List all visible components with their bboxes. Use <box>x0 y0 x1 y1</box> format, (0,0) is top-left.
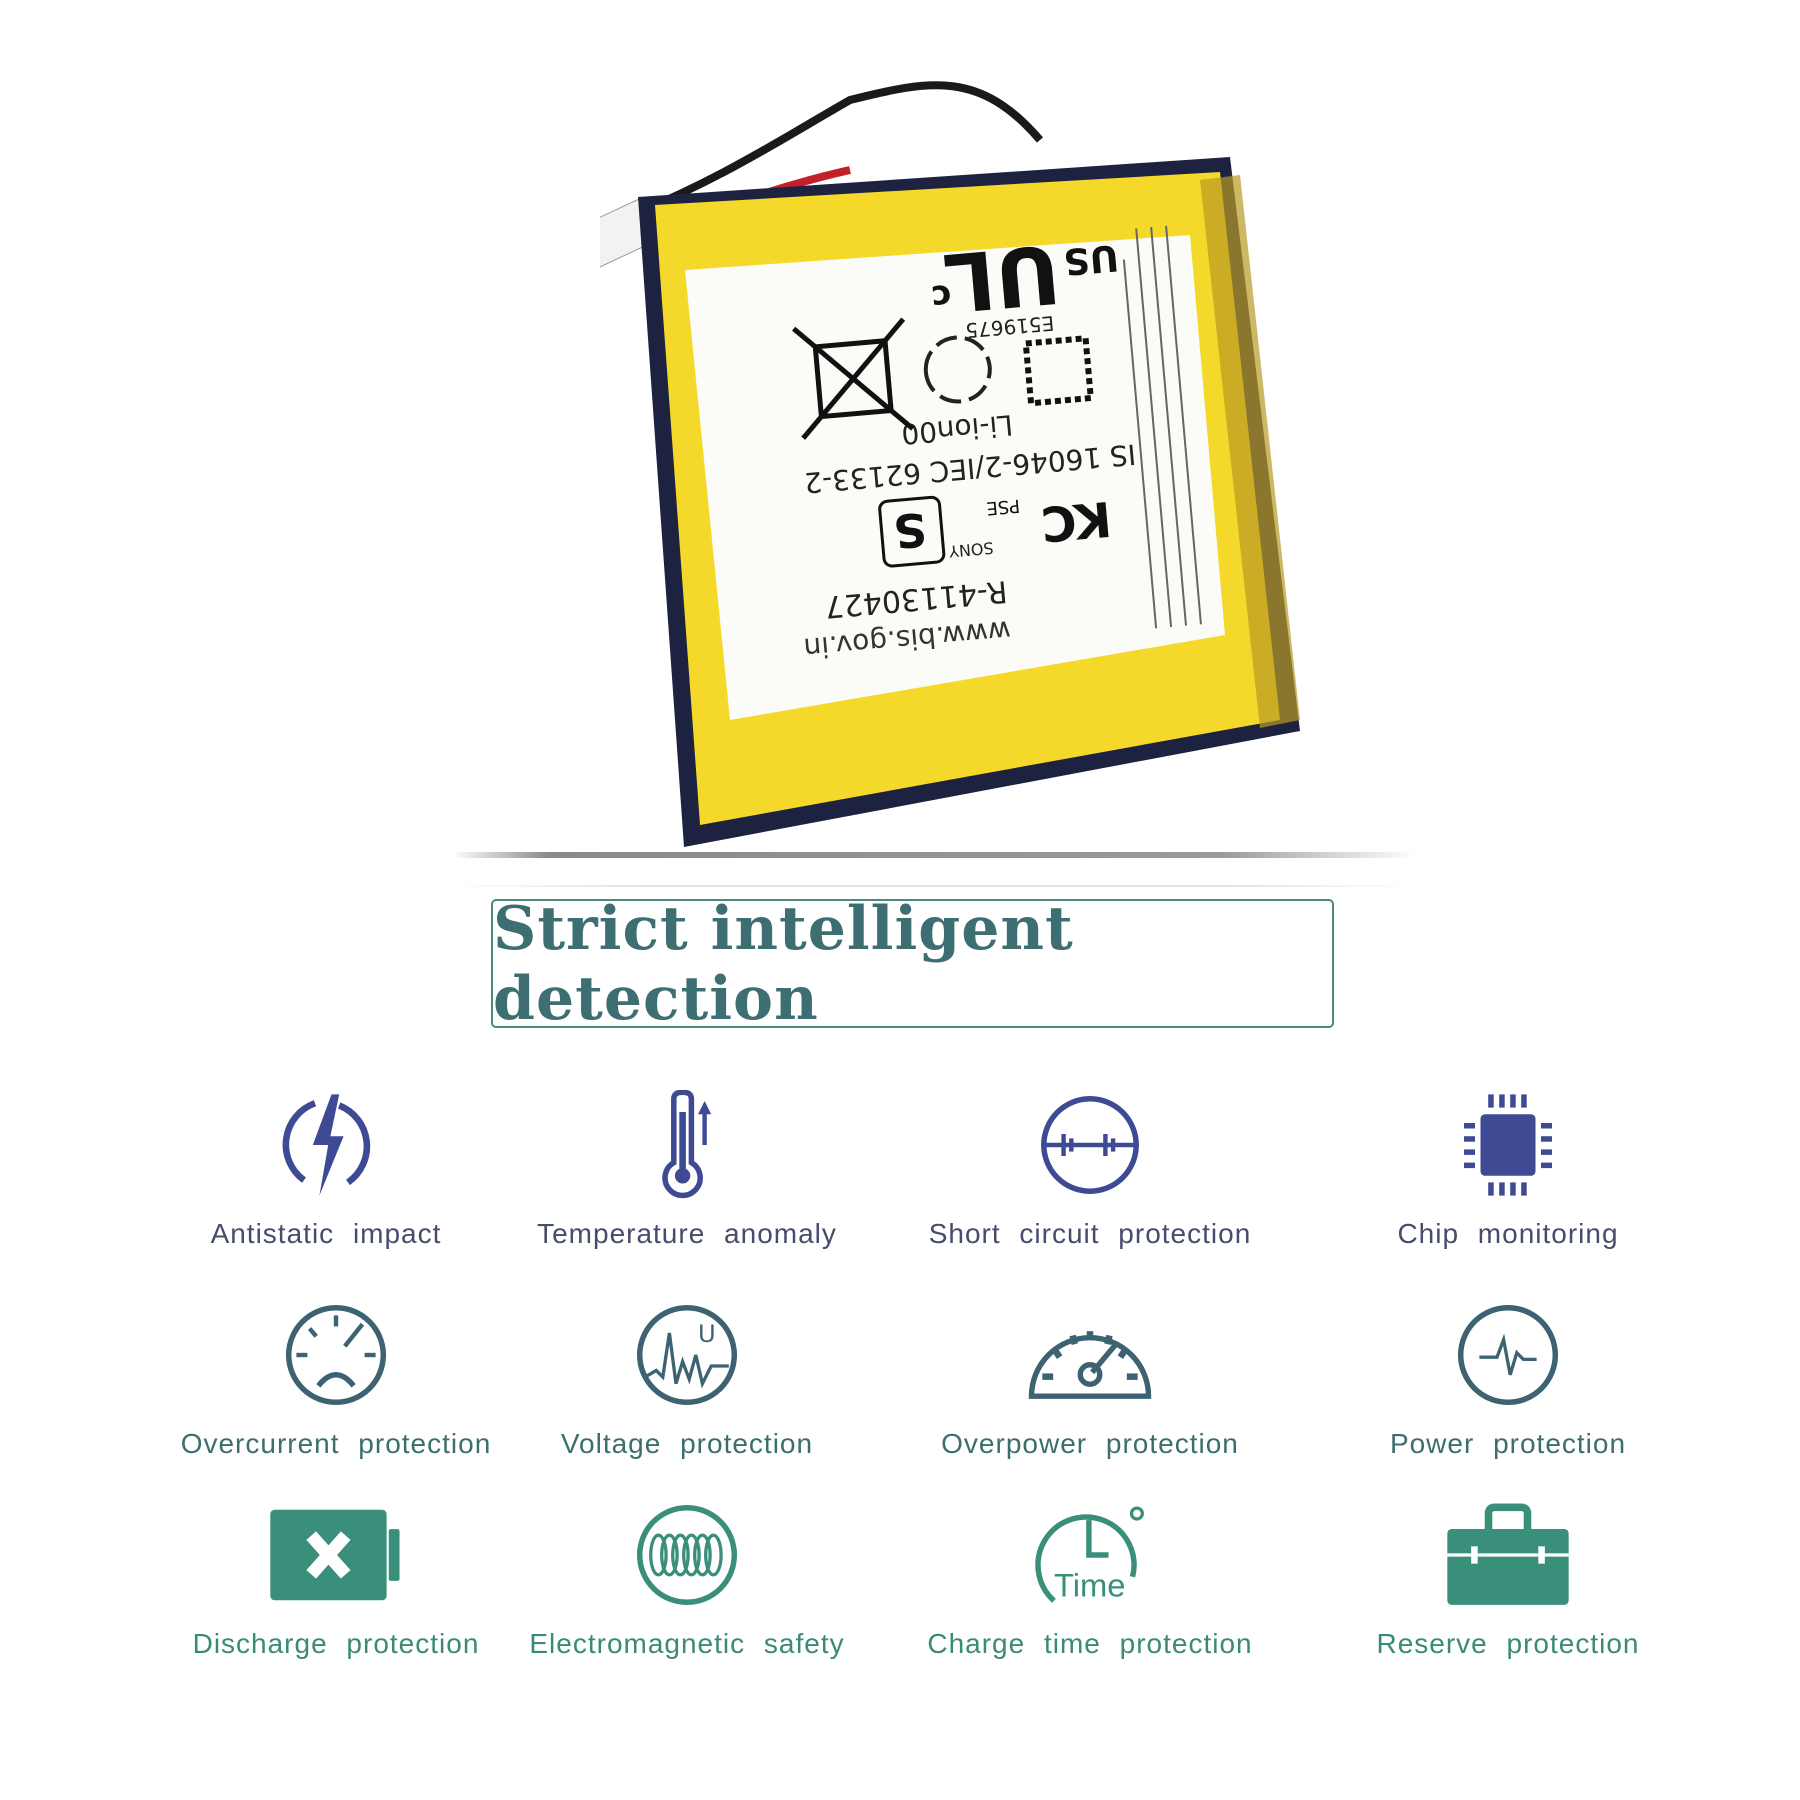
feature-label: Overcurrent protection <box>180 1428 492 1459</box>
feature-overpower: Overpower protection <box>880 1300 1300 1460</box>
label-ul-us: US <box>1062 236 1121 282</box>
battery-edge <box>1200 175 1300 728</box>
svg-text:S: S <box>891 502 929 559</box>
label-brand: SONY <box>948 538 994 561</box>
section-title-box: Strict intelligent detection <box>491 894 1334 1034</box>
shelf-shadow <box>452 885 1415 887</box>
feature-overcurrent: Overcurrent protection <box>126 1300 546 1460</box>
toolbox-icon <box>1447 1503 1569 1605</box>
sad-gauge-icon <box>285 1304 387 1406</box>
feature-label: Charge time protection <box>927 1628 1253 1659</box>
feature-label: Antistatic impact <box>210 1218 442 1249</box>
label-ul-logo: UL <box>940 226 1064 329</box>
lightning-circle-icon <box>282 1094 371 1196</box>
feature-label: Chip monitoring <box>1397 1218 1619 1249</box>
battery-wire-black <box>618 81 1044 224</box>
label-ul-c: c <box>930 276 954 318</box>
battery-x-icon <box>270 1509 400 1601</box>
feature-label: Power protection <box>1389 1428 1627 1459</box>
label-kc-mark: KC <box>1039 490 1114 552</box>
feature-short-circuit: Short circuit protection <box>880 1090 1300 1250</box>
weee-bin-icon <box>792 317 915 440</box>
feature-label: Voltage protection <box>560 1428 814 1459</box>
feature-label: Short circuit protection <box>928 1218 1252 1249</box>
battery-label <box>685 235 1225 720</box>
feature-voltage: U Voltage protection <box>477 1300 897 1460</box>
chip-icon <box>1464 1094 1552 1196</box>
circuit-circle-icon <box>1041 1096 1139 1194</box>
feature-label: Reserve protection <box>1376 1628 1640 1659</box>
coil-icon <box>636 1504 738 1606</box>
voltage-wave-icon: U <box>636 1304 738 1406</box>
feature-label: Electromagnetic safety <box>529 1628 845 1659</box>
timer-icon-text: Time <box>1054 1566 1126 1603</box>
timer-icon: Time <box>1035 1506 1144 1603</box>
battery-product-image: www.bis.gov.in R-41130427 SONY KC PSE S … <box>600 81 1300 847</box>
svg-text:U: U <box>698 1320 716 1348</box>
label-pse-mark: PSE <box>985 495 1020 519</box>
feature-temperature: Temperature anomaly <box>477 1090 897 1250</box>
feature-electromagnetic: Electromagnetic safety <box>477 1500 897 1660</box>
feature-reserve: Reserve protection <box>1298 1500 1718 1660</box>
feature-label: Overpower protection <box>941 1428 1239 1459</box>
speedometer-icon <box>1028 1331 1152 1399</box>
feature-discharge: Discharge protection <box>126 1500 546 1660</box>
thermometer-icon <box>662 1090 712 1199</box>
section-title: Strict intelligent detection <box>493 893 1074 1034</box>
feature-antistatic: Antistatic impact <box>116 1090 536 1250</box>
pulse-icon <box>1457 1304 1559 1406</box>
feature-chip: Chip monitoring <box>1298 1090 1718 1250</box>
recycle-icon <box>923 335 992 404</box>
feature-label: Discharge protection <box>192 1628 480 1659</box>
shelf-divider <box>452 852 1415 858</box>
feature-charge-time: Time Charge time protection <box>880 1500 1300 1660</box>
feature-power: Power protection <box>1298 1300 1718 1460</box>
feature-label: Temperature anomaly <box>537 1218 837 1249</box>
